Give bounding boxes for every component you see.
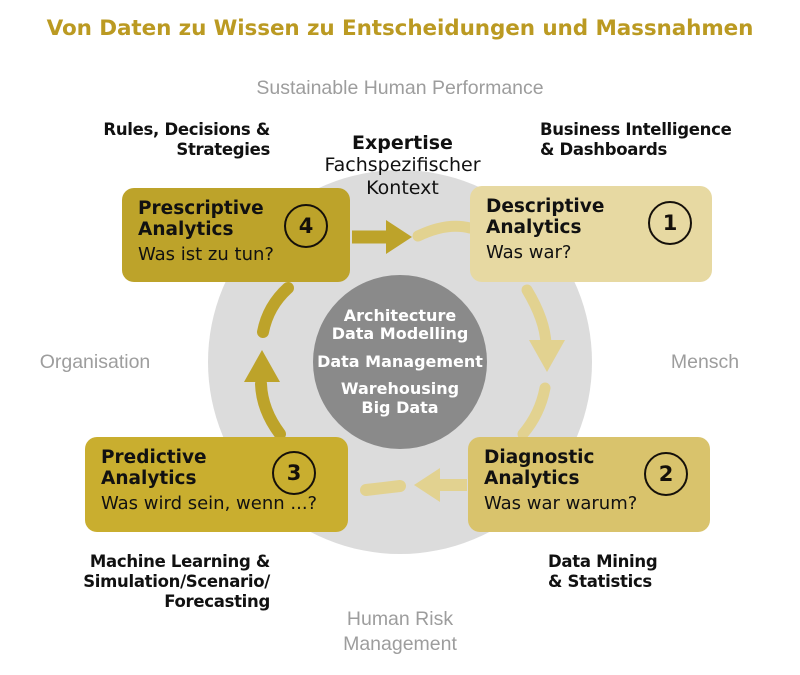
box-diagnostic-title: Diagnostic Analytics bbox=[484, 447, 595, 489]
page-title: Von Daten zu Wissen zu Entscheidungen un… bbox=[46, 16, 754, 41]
box-diagnostic-question: Was war warum? bbox=[484, 492, 638, 514]
box-prescriptive-question: Was ist zu tun? bbox=[138, 243, 274, 265]
box-diagnostic-analytics[interactable]: Diagnostic Analytics Was war warum? 2 bbox=[468, 437, 710, 532]
expertise-heading: Expertise bbox=[352, 132, 453, 154]
box-predictive-analytics[interactable]: Predictive Analytics Was wird sein, wenn… bbox=[85, 437, 348, 532]
box-prescriptive-analytics[interactable]: Prescriptive Analytics Was ist zu tun? 4 bbox=[122, 188, 350, 282]
ring-label-left: Organisation bbox=[39, 351, 151, 373]
box-descriptive-analytics[interactable]: Descriptive Analytics Was war? 1 bbox=[470, 186, 712, 282]
core-line-2: Data Management bbox=[317, 351, 483, 371]
box-descriptive-question: Was war? bbox=[486, 241, 572, 263]
box-diagnostic-number: 2 bbox=[644, 452, 688, 496]
caption-business-intelligence: Business Intelligence & Dashboards bbox=[540, 120, 732, 159]
ring-label-right: Mensch bbox=[670, 351, 740, 373]
box-descriptive-number: 1 bbox=[648, 201, 692, 245]
expertise-subtext: Fachspezifischer Kontext bbox=[324, 154, 481, 199]
box-prescriptive-title: Prescriptive Analytics bbox=[138, 198, 264, 240]
box-predictive-number: 3 bbox=[272, 451, 316, 495]
box-predictive-question: Was wird sein, wenn ...? bbox=[101, 492, 318, 514]
arrow-3-to-4 bbox=[244, 282, 294, 440]
core-circle: Architecture Data Modelling Data Managem… bbox=[313, 275, 487, 449]
arrow-2-to-3 bbox=[360, 468, 467, 502]
expertise-block: Expertise Fachspezifischer Kontext bbox=[290, 132, 515, 199]
caption-machine-learning: Machine Learning & Simulation/Scenario/ … bbox=[83, 552, 270, 611]
arrow-1-to-2 bbox=[517, 284, 565, 440]
caption-data-mining: Data Mining & Statistics bbox=[548, 552, 658, 591]
box-prescriptive-number: 4 bbox=[284, 204, 328, 248]
box-descriptive-title: Descriptive Analytics bbox=[486, 196, 605, 238]
caption-rules-decisions-strategies: Rules, Decisions & Strategies bbox=[103, 120, 270, 159]
box-predictive-title: Predictive Analytics bbox=[101, 447, 207, 489]
ring-label-top: Sustainable Human Performance bbox=[256, 77, 544, 99]
core-line-1: Architecture Data Modelling bbox=[331, 305, 469, 344]
arrow-4-to-1 bbox=[352, 220, 476, 254]
core-line-3: Warehousing Big Data bbox=[340, 379, 460, 417]
ring-label-bottom: Human Risk Management bbox=[343, 608, 457, 656]
